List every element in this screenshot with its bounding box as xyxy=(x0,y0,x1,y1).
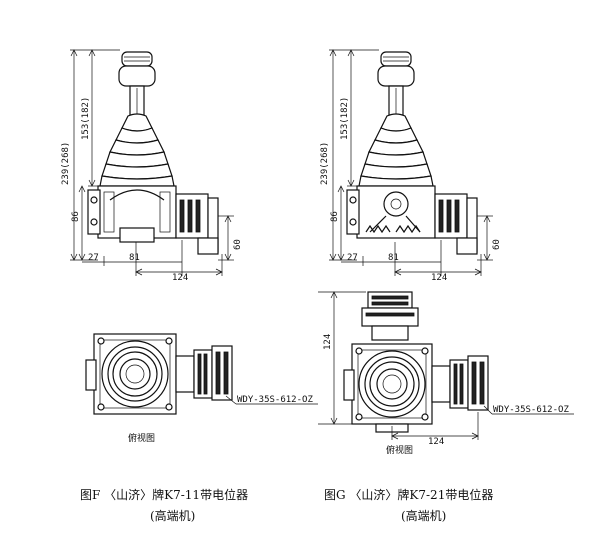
right-top-view: WDY-35S-612-OZ 124 124 俯视图 xyxy=(318,291,574,456)
right-knob xyxy=(377,65,415,87)
left-top-potentiometer xyxy=(175,345,233,401)
left-top-view: WDY-35S-612-OZ 俯视图 xyxy=(85,333,318,444)
left-dim-81: 81 xyxy=(129,253,140,263)
left-caption-title: 图F 〈山济〉牌K7-11带电位器 xyxy=(80,487,248,502)
left-caption-subtitle: (高端机) xyxy=(150,508,195,523)
right-dim-60: 60 xyxy=(492,239,502,250)
right-dim-153: 153(182) xyxy=(340,97,350,140)
left-dim-27: 27 xyxy=(88,253,99,263)
left-knob xyxy=(118,65,156,87)
left-part-code: WDY-35S-612-OZ xyxy=(237,395,313,405)
right-top-housing xyxy=(351,343,433,425)
left-side-view: 239(268) 153(182) 86 60 27 81 124 xyxy=(61,49,243,283)
right-spring-left xyxy=(365,224,391,234)
right-top-upper-potentiometer xyxy=(361,291,419,341)
right-side-view: 239(268) 153(182) 86 60 27 81 124 xyxy=(320,49,502,283)
left-bellows xyxy=(99,113,175,187)
left-view-label: 俯视图 xyxy=(128,432,155,444)
right-caption-title: 图G 〈山济〉牌K7-21带电位器 xyxy=(324,487,493,502)
left-dim-86: 86 xyxy=(71,211,81,222)
left-dim-60: 60 xyxy=(233,239,243,250)
right-dim-86: 86 xyxy=(330,211,340,222)
right-dim-124: 124 xyxy=(431,273,447,283)
right-part-code: WDY-35S-612-OZ xyxy=(493,405,569,415)
right-housing xyxy=(356,185,436,239)
left-potentiometer xyxy=(175,193,219,255)
left-base xyxy=(119,227,155,243)
right-bottom-dim-124: 124 xyxy=(428,437,444,447)
right-potentiometer xyxy=(434,193,478,255)
right-top-dim-124: 124 xyxy=(323,334,333,350)
right-caption-subtitle: (高端机) xyxy=(401,508,446,523)
left-dim-153: 153(182) xyxy=(81,97,91,140)
right-bellows xyxy=(358,113,434,187)
right-dim-27: 27 xyxy=(347,253,358,263)
left-dim-239: 239(268) xyxy=(61,142,71,185)
left-dim-124: 124 xyxy=(172,273,188,283)
right-view-label: 俯视图 xyxy=(386,444,413,456)
right-dim-81: 81 xyxy=(388,253,399,263)
left-knob-top xyxy=(121,51,153,67)
right-dim-239: 239(268) xyxy=(320,142,330,185)
right-top-side-potentiometer xyxy=(431,355,489,411)
left-top-housing xyxy=(93,333,177,415)
right-spring-right xyxy=(395,224,421,234)
